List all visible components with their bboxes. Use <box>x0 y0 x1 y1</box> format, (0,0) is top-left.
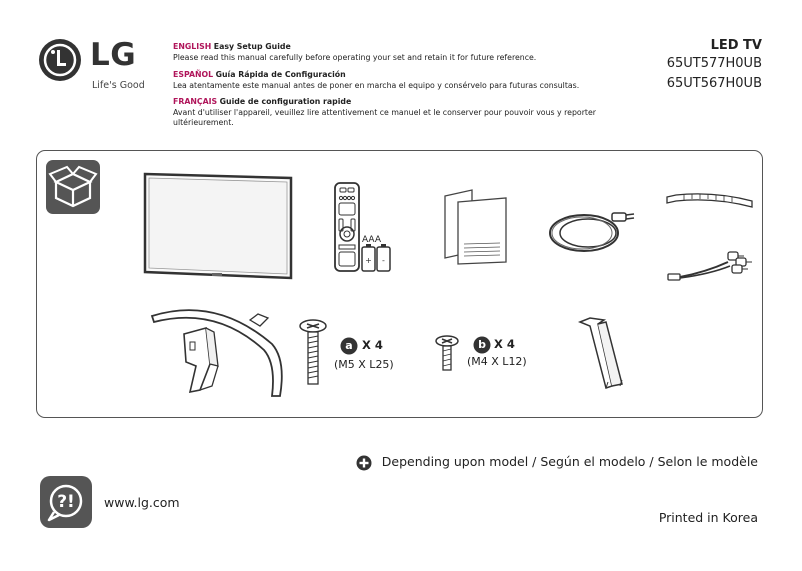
screw-a-size: (M5 X L25) <box>334 358 394 371</box>
screw-a-illustration <box>299 319 327 385</box>
lang-title: Guía Rápida de Configuración <box>215 70 346 79</box>
plus-circle-icon <box>356 455 372 471</box>
lang-label: FRANÇAIS <box>173 97 218 106</box>
svg-text:-: - <box>382 256 385 265</box>
intro-french: FRANÇAIS Guide de configuration rapide A… <box>173 97 633 129</box>
box-contents-icon <box>46 160 100 214</box>
av-cable-illustration <box>667 251 752 281</box>
screw-b-illustration <box>435 335 459 371</box>
lang-label: ESPAÑOL <box>173 70 214 79</box>
model-variation-note: Depending upon model / Según el modelo /… <box>381 454 758 469</box>
lang-text: Lea atentamente este manual antes de pon… <box>173 80 580 90</box>
logo-tagline: Life's Good <box>92 80 145 91</box>
svg-text:?!: ?! <box>57 492 75 512</box>
website-link[interactable]: www.lg.com <box>104 495 180 510</box>
power-cord-illustration <box>549 212 635 252</box>
lg-logo-icon <box>39 39 81 81</box>
product-type: LED TV <box>710 38 762 53</box>
screw-a-letter: a <box>345 339 353 352</box>
screw-b-count: X 4 <box>494 337 515 351</box>
lg-logo: LG Life's Good <box>38 38 158 98</box>
intro-english: ENGLISH Easy Setup Guide Please read thi… <box>173 42 633 63</box>
printed-in-text: Printed in Korea <box>658 510 758 525</box>
screw-a-count: X 4 <box>362 338 383 352</box>
lang-text: Please read this manual carefully before… <box>173 52 537 62</box>
svg-text:+: + <box>365 256 372 265</box>
screw-b-badge <box>473 336 491 354</box>
model-number: 65UT567H0UB <box>666 76 762 91</box>
battery-label: AAA <box>362 235 381 245</box>
screw-b-letter: b <box>478 338 486 351</box>
tv-illustration <box>143 172 293 280</box>
cover-bracket-illustration <box>577 317 623 389</box>
lang-title: Easy Setup Guide <box>213 42 291 51</box>
lang-text: Avant d'utiliser l'appareil, veuillez li… <box>173 107 596 128</box>
model-number: 65UT577H0UB <box>666 56 762 71</box>
help-icon: ?! <box>40 476 92 528</box>
remote-control-illustration: + - <box>334 182 391 272</box>
intro-spanish: ESPAÑOL Guía Rápida de Configuración Lea… <box>173 70 633 91</box>
lang-label: ENGLISH <box>173 42 212 51</box>
stand-illustration <box>150 309 283 397</box>
logo-wordmark: LG <box>90 37 137 73</box>
package-contents-panel <box>36 150 763 418</box>
lang-title: Guide de configuration rapide <box>219 97 352 106</box>
screw-a-badge <box>340 337 358 355</box>
cable-tie-illustration <box>666 193 753 208</box>
manual-booklets-illustration <box>444 189 507 265</box>
screw-b-size: (M4 X L12) <box>467 355 527 368</box>
